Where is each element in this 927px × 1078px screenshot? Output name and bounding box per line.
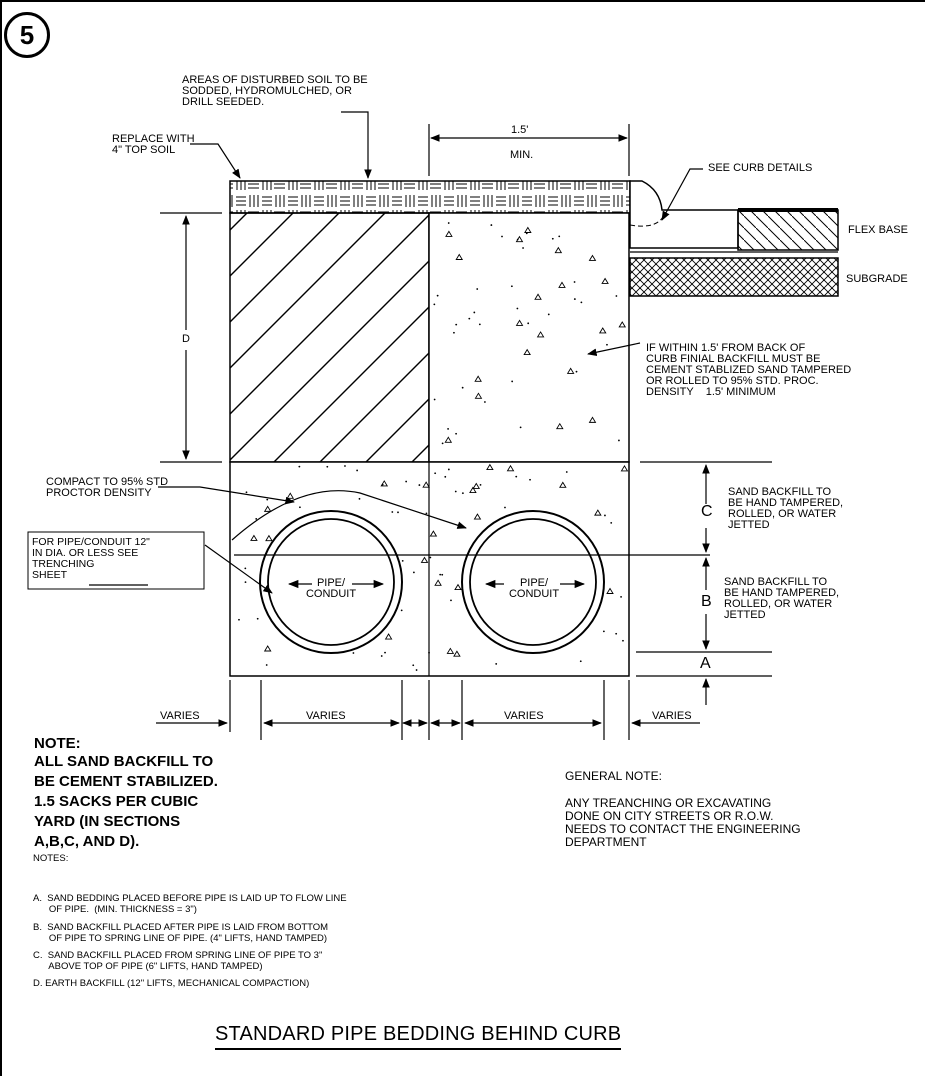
varies-label-3: VARIES — [504, 710, 544, 722]
replace-topsoil-label: REPLACE WITH 4" TOP SOIL — [112, 133, 195, 156]
see-curb-label: SEE CURB DETAILS — [708, 162, 813, 174]
general-note-heading: GENERAL NOTE: — [565, 769, 662, 783]
topsoil-layer — [229, 180, 631, 214]
disturbed-soil-label: AREAS OF DISTURBED SOIL TO BE SODDED, HY… — [182, 74, 368, 108]
leader-small-pipe — [204, 544, 273, 594]
note-heading: NOTE: — [34, 735, 81, 752]
leader-curb — [661, 168, 703, 221]
small-pipe-note-box — [27, 531, 205, 590]
pipe-right — [461, 510, 605, 654]
curb — [629, 180, 739, 249]
width-min-label: MIN. — [510, 149, 534, 161]
cement-sand-zone — [428, 212, 630, 463]
note-body: ALL SAND BACKFILL TO BE CEMENT STABILIZE… — [34, 753, 218, 850]
pipe-left-label: PIPE/ CONDUIT — [305, 577, 357, 600]
flex-base-label: FLEX BASE — [848, 224, 908, 236]
leader-compact-curve — [231, 490, 467, 541]
general-note-body: ANY TREANCHING OR EXCAVATING DONE ON CIT… — [565, 796, 801, 849]
compact-label: COMPACT TO 95% STD PROCTOR DENSITY — [46, 476, 169, 499]
drawing-title: STANDARD PIPE BEDDING BEHIND CURB — [215, 1023, 622, 1050]
earth-backfill-zone — [229, 212, 430, 463]
note-item-a: A. SAND BEDDING PLACED BEFORE PIPE IS LA… — [33, 893, 347, 915]
pipe-left — [259, 510, 403, 654]
dimension-c-label: C — [701, 503, 713, 520]
detail-number-badge: 5 — [4, 12, 50, 58]
note-item-d: D. EARTH BACKFILL (12" LIFTS, MECHANICAL… — [33, 978, 310, 989]
dimension-a-label: A — [700, 655, 711, 672]
subgrade-label: SUBGRADE — [846, 273, 908, 285]
small-pipe-label: FOR PIPE/CONDUIT 12" IN DIA. OR LESS SEE… — [32, 536, 150, 581]
curb-backfill-label: IF WITHIN 1.5' FROM BACK OF CURB FINIAL … — [646, 342, 852, 398]
note-item-b: B. SAND BACKFILL PLACED AFTER PIPE IS LA… — [33, 922, 329, 944]
varies-label-2: VARIES — [306, 710, 346, 722]
subgrade-layer — [629, 257, 839, 297]
leader-disturbed-soil — [341, 111, 372, 179]
sand-b-label: SAND BACKFILL TO BE HAND TAMPERED, ROLLE… — [724, 576, 840, 621]
pipe-right-label: PIPE/ CONDUIT — [508, 577, 560, 600]
dimension-b-label: B — [701, 593, 712, 610]
leader-compact — [158, 486, 295, 505]
width-dimension-label: 1.5' — [511, 124, 529, 136]
sand-c-label: SAND BACKFILL TO BE HAND TAMPERED, ROLLE… — [728, 486, 844, 531]
leader-topsoil — [190, 143, 241, 179]
flex-base-layer — [737, 209, 839, 251]
leader-cement-sand — [587, 342, 641, 356]
dimension-d-label: D — [182, 333, 190, 345]
notes-heading: NOTES: — [33, 853, 69, 864]
varies-label-4: VARIES — [652, 710, 692, 722]
varies-label-1: VARIES — [160, 710, 200, 722]
sand-speckles — [238, 216, 734, 671]
note-item-c: C. SAND BACKFILL PLACED FROM SPRING LINE… — [33, 950, 323, 972]
